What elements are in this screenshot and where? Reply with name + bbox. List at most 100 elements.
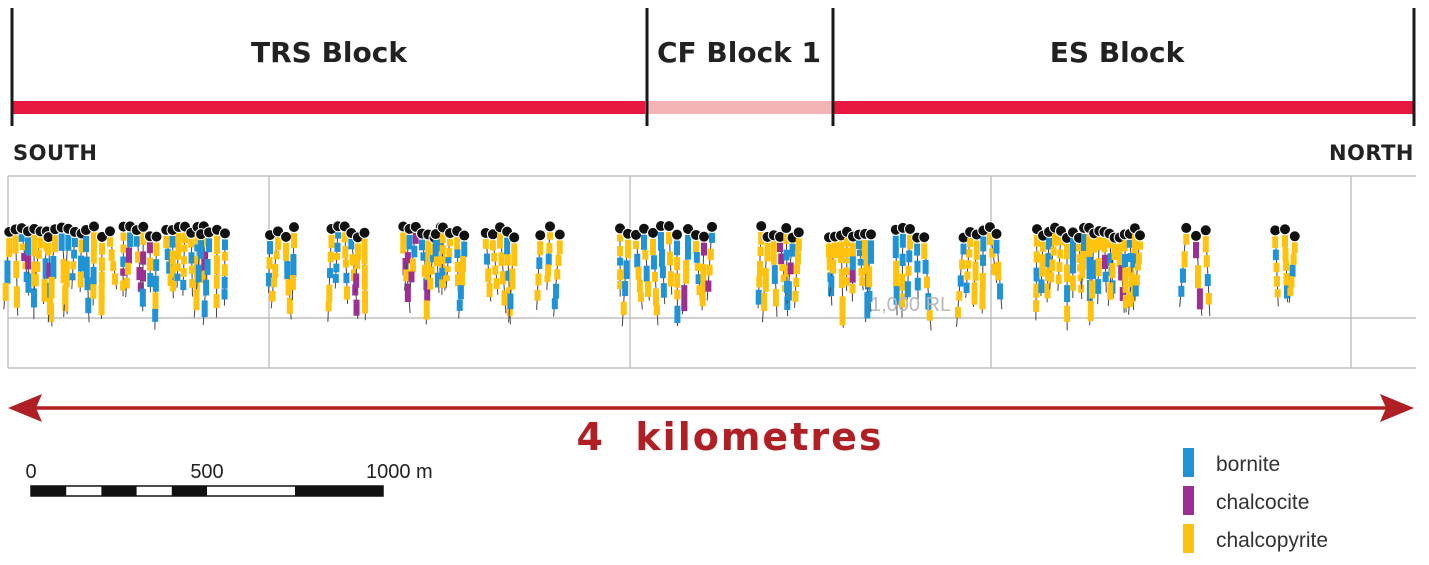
drillholes-layer — [3, 221, 1301, 331]
legend-label-chalcopyrite: chalcopyrite — [1216, 529, 1328, 552]
drillhole-interval — [125, 263, 131, 275]
drillhole-interval — [971, 282, 977, 304]
drillhole-collar — [1181, 222, 1192, 233]
drillhole-interval — [1273, 250, 1279, 261]
drillhole-collar — [509, 232, 520, 243]
drillhole-interval — [439, 256, 445, 264]
drillhole-interval — [326, 301, 332, 311]
drillhole-interval — [483, 239, 489, 249]
drillhole-interval — [633, 241, 639, 249]
drillhole-interval — [1039, 267, 1045, 277]
drillhole-interval — [974, 241, 980, 261]
drillhole-interval — [1273, 263, 1279, 272]
drillhole-interval — [634, 254, 640, 268]
drillhole-interval — [62, 287, 68, 305]
drillhole-interval — [980, 236, 986, 251]
drillhole-interval — [505, 254, 511, 265]
drillhole-interval — [91, 250, 97, 264]
scale-label-500: 500 — [190, 461, 223, 483]
rl-label: 1,000 RL — [870, 294, 951, 316]
drillhole-interval — [78, 272, 84, 288]
legend-swatch-chalcopyrite — [1183, 524, 1194, 553]
drillhole-interval — [660, 266, 666, 278]
drillhole-interval — [163, 236, 169, 248]
drillhole-interval — [49, 277, 55, 299]
drillhole-interval — [866, 266, 872, 287]
drillhole-interval — [1134, 274, 1140, 286]
drillhole-interval — [1195, 265, 1201, 288]
drillhole-interval — [840, 296, 846, 325]
drillhole-interval — [792, 291, 798, 302]
drillhole-interval — [1123, 281, 1129, 293]
drillhole-interval — [1064, 285, 1070, 302]
drillhole-interval — [535, 274, 541, 286]
drillhole-interval — [1049, 259, 1055, 271]
drillhole-interval — [625, 240, 631, 259]
drillhole-interval — [958, 275, 964, 286]
drillhole-interval — [674, 289, 680, 299]
drillhole-interval — [1206, 293, 1212, 305]
drillhole — [768, 230, 779, 317]
drillhole-interval — [65, 235, 71, 251]
legend-swatch-chalcocite — [1183, 486, 1194, 515]
drillhole-interval — [1034, 251, 1040, 262]
drillhole-interval — [859, 277, 865, 286]
drillhole-collar — [289, 222, 300, 233]
drillhole-interval — [850, 284, 856, 293]
drillhole-interval — [275, 237, 281, 250]
drillhole-cluster-22 — [1178, 222, 1211, 315]
drillhole-interval — [411, 246, 417, 258]
drillhole-interval — [964, 271, 970, 279]
drillhole-interval — [50, 256, 56, 279]
drillhole-interval — [624, 260, 630, 279]
drillhole-collar — [105, 226, 116, 237]
drillhole-interval — [127, 232, 133, 247]
drillhole-collar — [554, 229, 565, 240]
drillhole-collar — [1200, 225, 1211, 236]
drillhole-cluster-12 — [535, 221, 566, 317]
drillhole-interval — [147, 242, 153, 253]
drillhole-cluster-13 — [615, 223, 651, 326]
drillhole-interval — [70, 261, 76, 269]
drillhole-interval — [1064, 244, 1070, 259]
drillhole-interval — [790, 244, 796, 257]
drillhole-interval — [545, 264, 551, 276]
drillhole-interval — [175, 263, 181, 271]
drillhole-interval — [14, 286, 20, 307]
drillhole-interval — [641, 235, 647, 250]
drillhole-interval — [844, 277, 850, 286]
drillhole-interval — [333, 264, 339, 273]
drillhole-interval — [756, 290, 762, 305]
drillhole-interval — [652, 272, 658, 282]
drillhole-interval — [85, 277, 91, 290]
legend-swatch-bornite — [1183, 448, 1194, 477]
drillhole-interval — [900, 254, 906, 266]
drillhole-interval — [1038, 279, 1044, 293]
drillhole-interval — [196, 265, 202, 283]
drillhole-interval — [617, 234, 623, 241]
drillhole-collar — [866, 229, 877, 240]
drillhole-interval — [828, 276, 834, 288]
drillhole-interval — [650, 239, 656, 255]
drillhole-interval — [343, 273, 349, 283]
drillhole-interval — [1178, 286, 1184, 297]
drillhole-interval — [961, 244, 967, 255]
drillhole-interval — [85, 298, 91, 313]
drillhole-interval — [214, 294, 220, 308]
drillhole-interval — [13, 261, 19, 278]
drillhole-interval — [793, 278, 799, 287]
drillhole-interval — [1080, 251, 1086, 270]
block-bar-1 — [645, 101, 832, 114]
drillhole-interval — [140, 251, 146, 264]
drillhole-interval — [175, 243, 181, 253]
block-bar-2 — [832, 101, 1414, 114]
drillhole-cluster-8 — [326, 221, 370, 322]
drillhole-interval — [844, 257, 850, 263]
drillhole-interval — [683, 260, 689, 284]
drillhole-interval — [170, 236, 176, 248]
drillhole-interval — [758, 247, 764, 256]
drillhole-interval — [1102, 255, 1108, 269]
drillhole-interval — [906, 266, 912, 276]
drillhole-interval — [153, 259, 159, 271]
